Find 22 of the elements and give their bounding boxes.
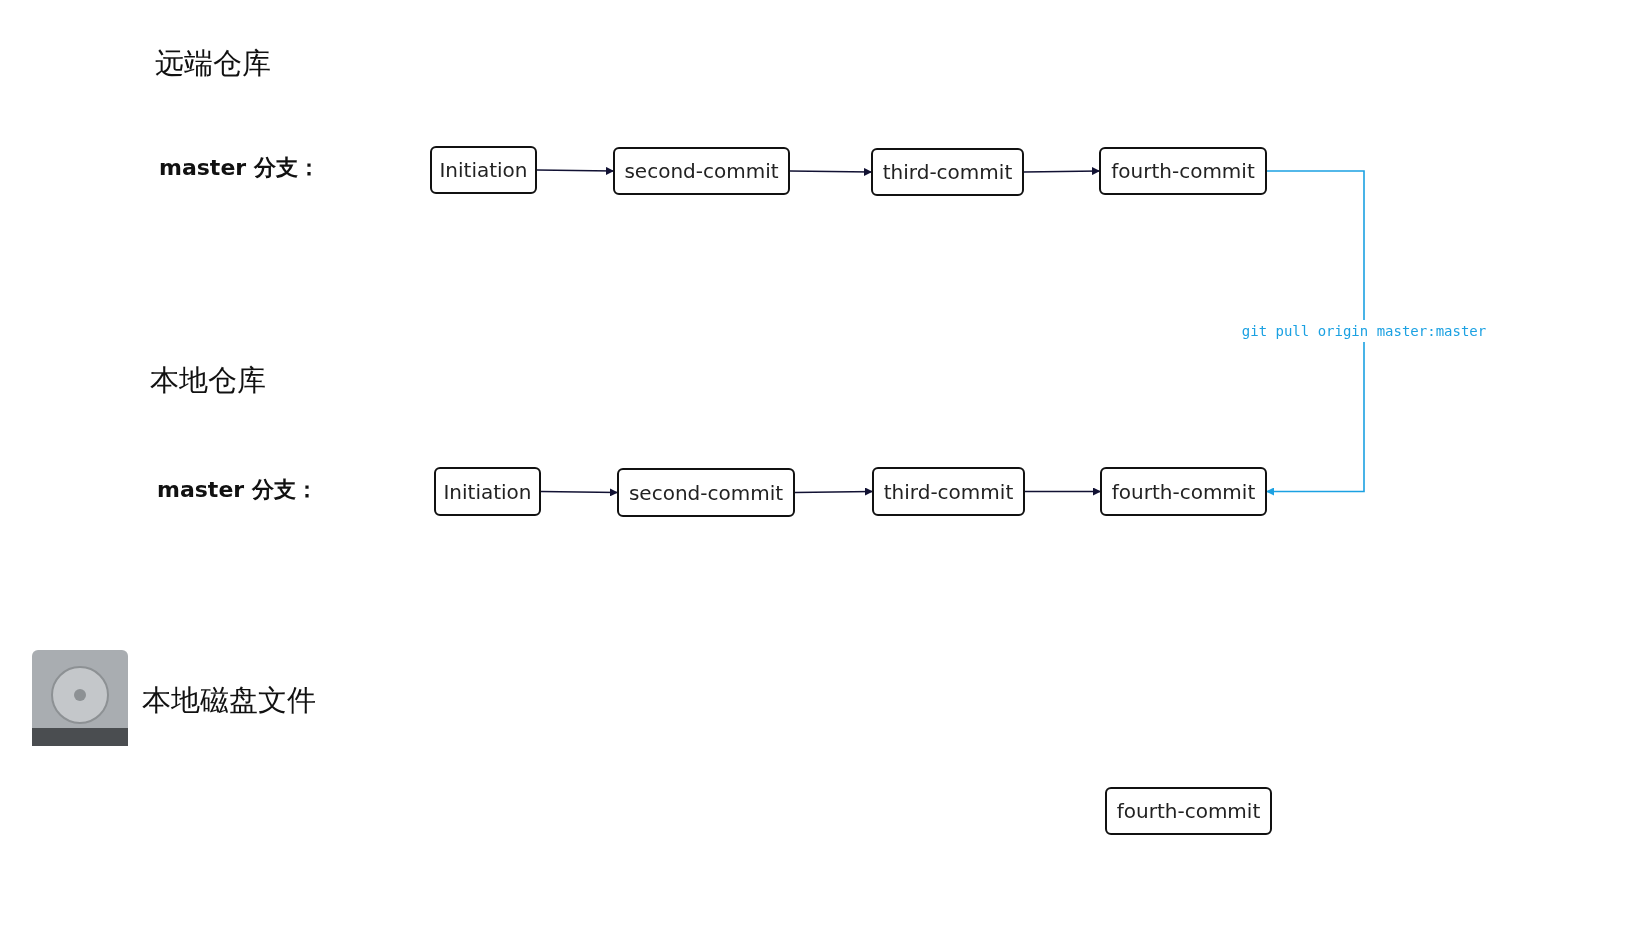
arrow [1266,170,1365,496]
commit-box: fourth-commit [1105,787,1272,835]
heading: 本地仓库 [150,362,266,399]
commit-box: second-commit [617,468,795,517]
commit-box: fourth-commit [1100,467,1267,516]
commit-box: third-commit [871,148,1024,196]
arrow [1024,487,1101,496]
arrow [1023,167,1100,176]
branch-label: master 分支： [159,154,320,182]
edge-label: git pull origin master:master [1239,320,1489,343]
branch-label: master 分支： [157,476,318,504]
commit-box: Initiation [430,146,537,194]
commit-box: third-commit [872,467,1025,516]
commit-box: fourth-commit [1099,147,1267,195]
arrow [536,166,614,175]
commit-box: Initiation [434,467,541,516]
heading: 远端仓库 [155,45,271,82]
arrow [540,488,618,497]
arrow [789,167,872,176]
commit-box: second-commit [613,147,790,195]
heading: 本地磁盘文件 [142,682,316,719]
arrow [794,487,873,496]
